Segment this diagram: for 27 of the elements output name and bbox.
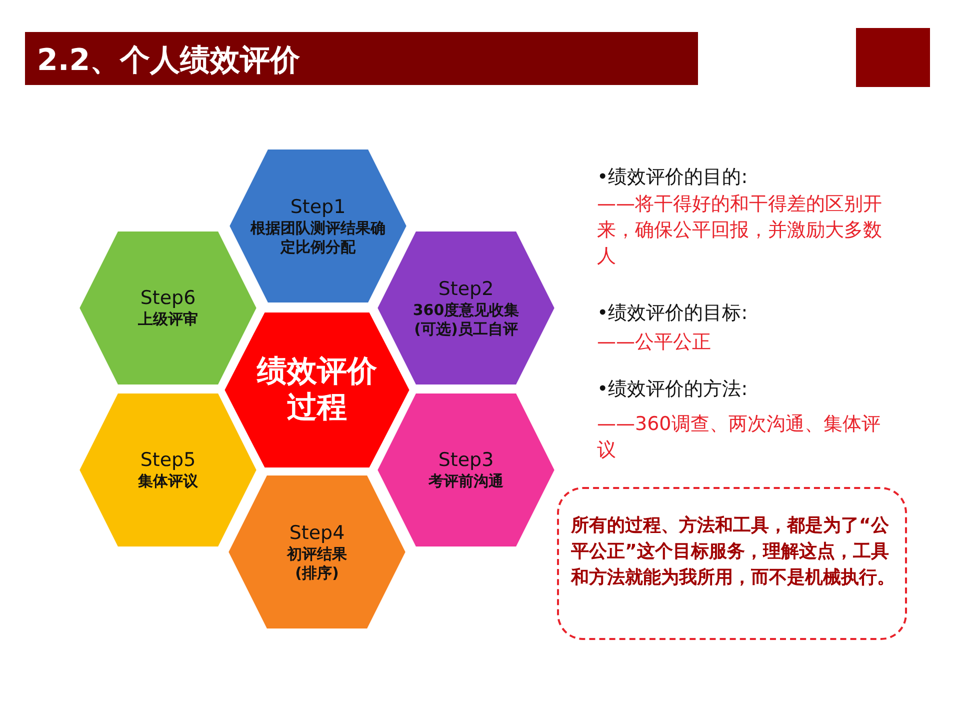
note-box	[557, 487, 907, 640]
step-description: 考评前沟通	[427, 472, 504, 491]
step-hexagon	[77, 391, 259, 549]
center-hexagon	[222, 310, 412, 470]
step-label: Step4	[289, 522, 345, 544]
bullet-heading: •绩效评价的方法:	[597, 377, 749, 402]
step-hexagon	[226, 473, 408, 631]
description-text: ——360调查、两次沟通、集体评议	[597, 412, 882, 463]
step-description: 初评结果(排序)	[286, 544, 348, 582]
bullet-heading: •绩效评价的目的:	[597, 165, 749, 190]
step-description: 上级评审	[137, 310, 199, 329]
step-label: Step6	[140, 287, 196, 310]
step-hexagon	[375, 391, 557, 549]
description-text: ——将干得好的和干得差的区别开来，确保公平回报，并激励大多数人	[597, 192, 882, 269]
step-label: Step1	[290, 196, 346, 218]
step-hexagon	[227, 147, 409, 305]
step-description: 360度意见收集(可选)员工自评	[412, 300, 520, 338]
step-description: 集体评议	[137, 472, 199, 491]
step-description: 根据团队测评结果确定比例分配	[249, 218, 386, 256]
step-label: Step2	[438, 278, 494, 300]
description-text: ——公平公正	[597, 330, 712, 355]
step-label: Step5	[140, 449, 196, 472]
step-label: Step3	[438, 449, 494, 472]
note-text: 所有的过程、方法和工具，都是为了“公平公正”这个目标服务，理解这点，工具和方法就能为我所用，而不是机械执行。	[571, 514, 896, 590]
title: 2.2、个人绩效评价	[37, 42, 300, 80]
center-label: 绩效评价过程	[256, 354, 378, 426]
bullet-heading: •绩效评价的目标:	[597, 301, 749, 326]
